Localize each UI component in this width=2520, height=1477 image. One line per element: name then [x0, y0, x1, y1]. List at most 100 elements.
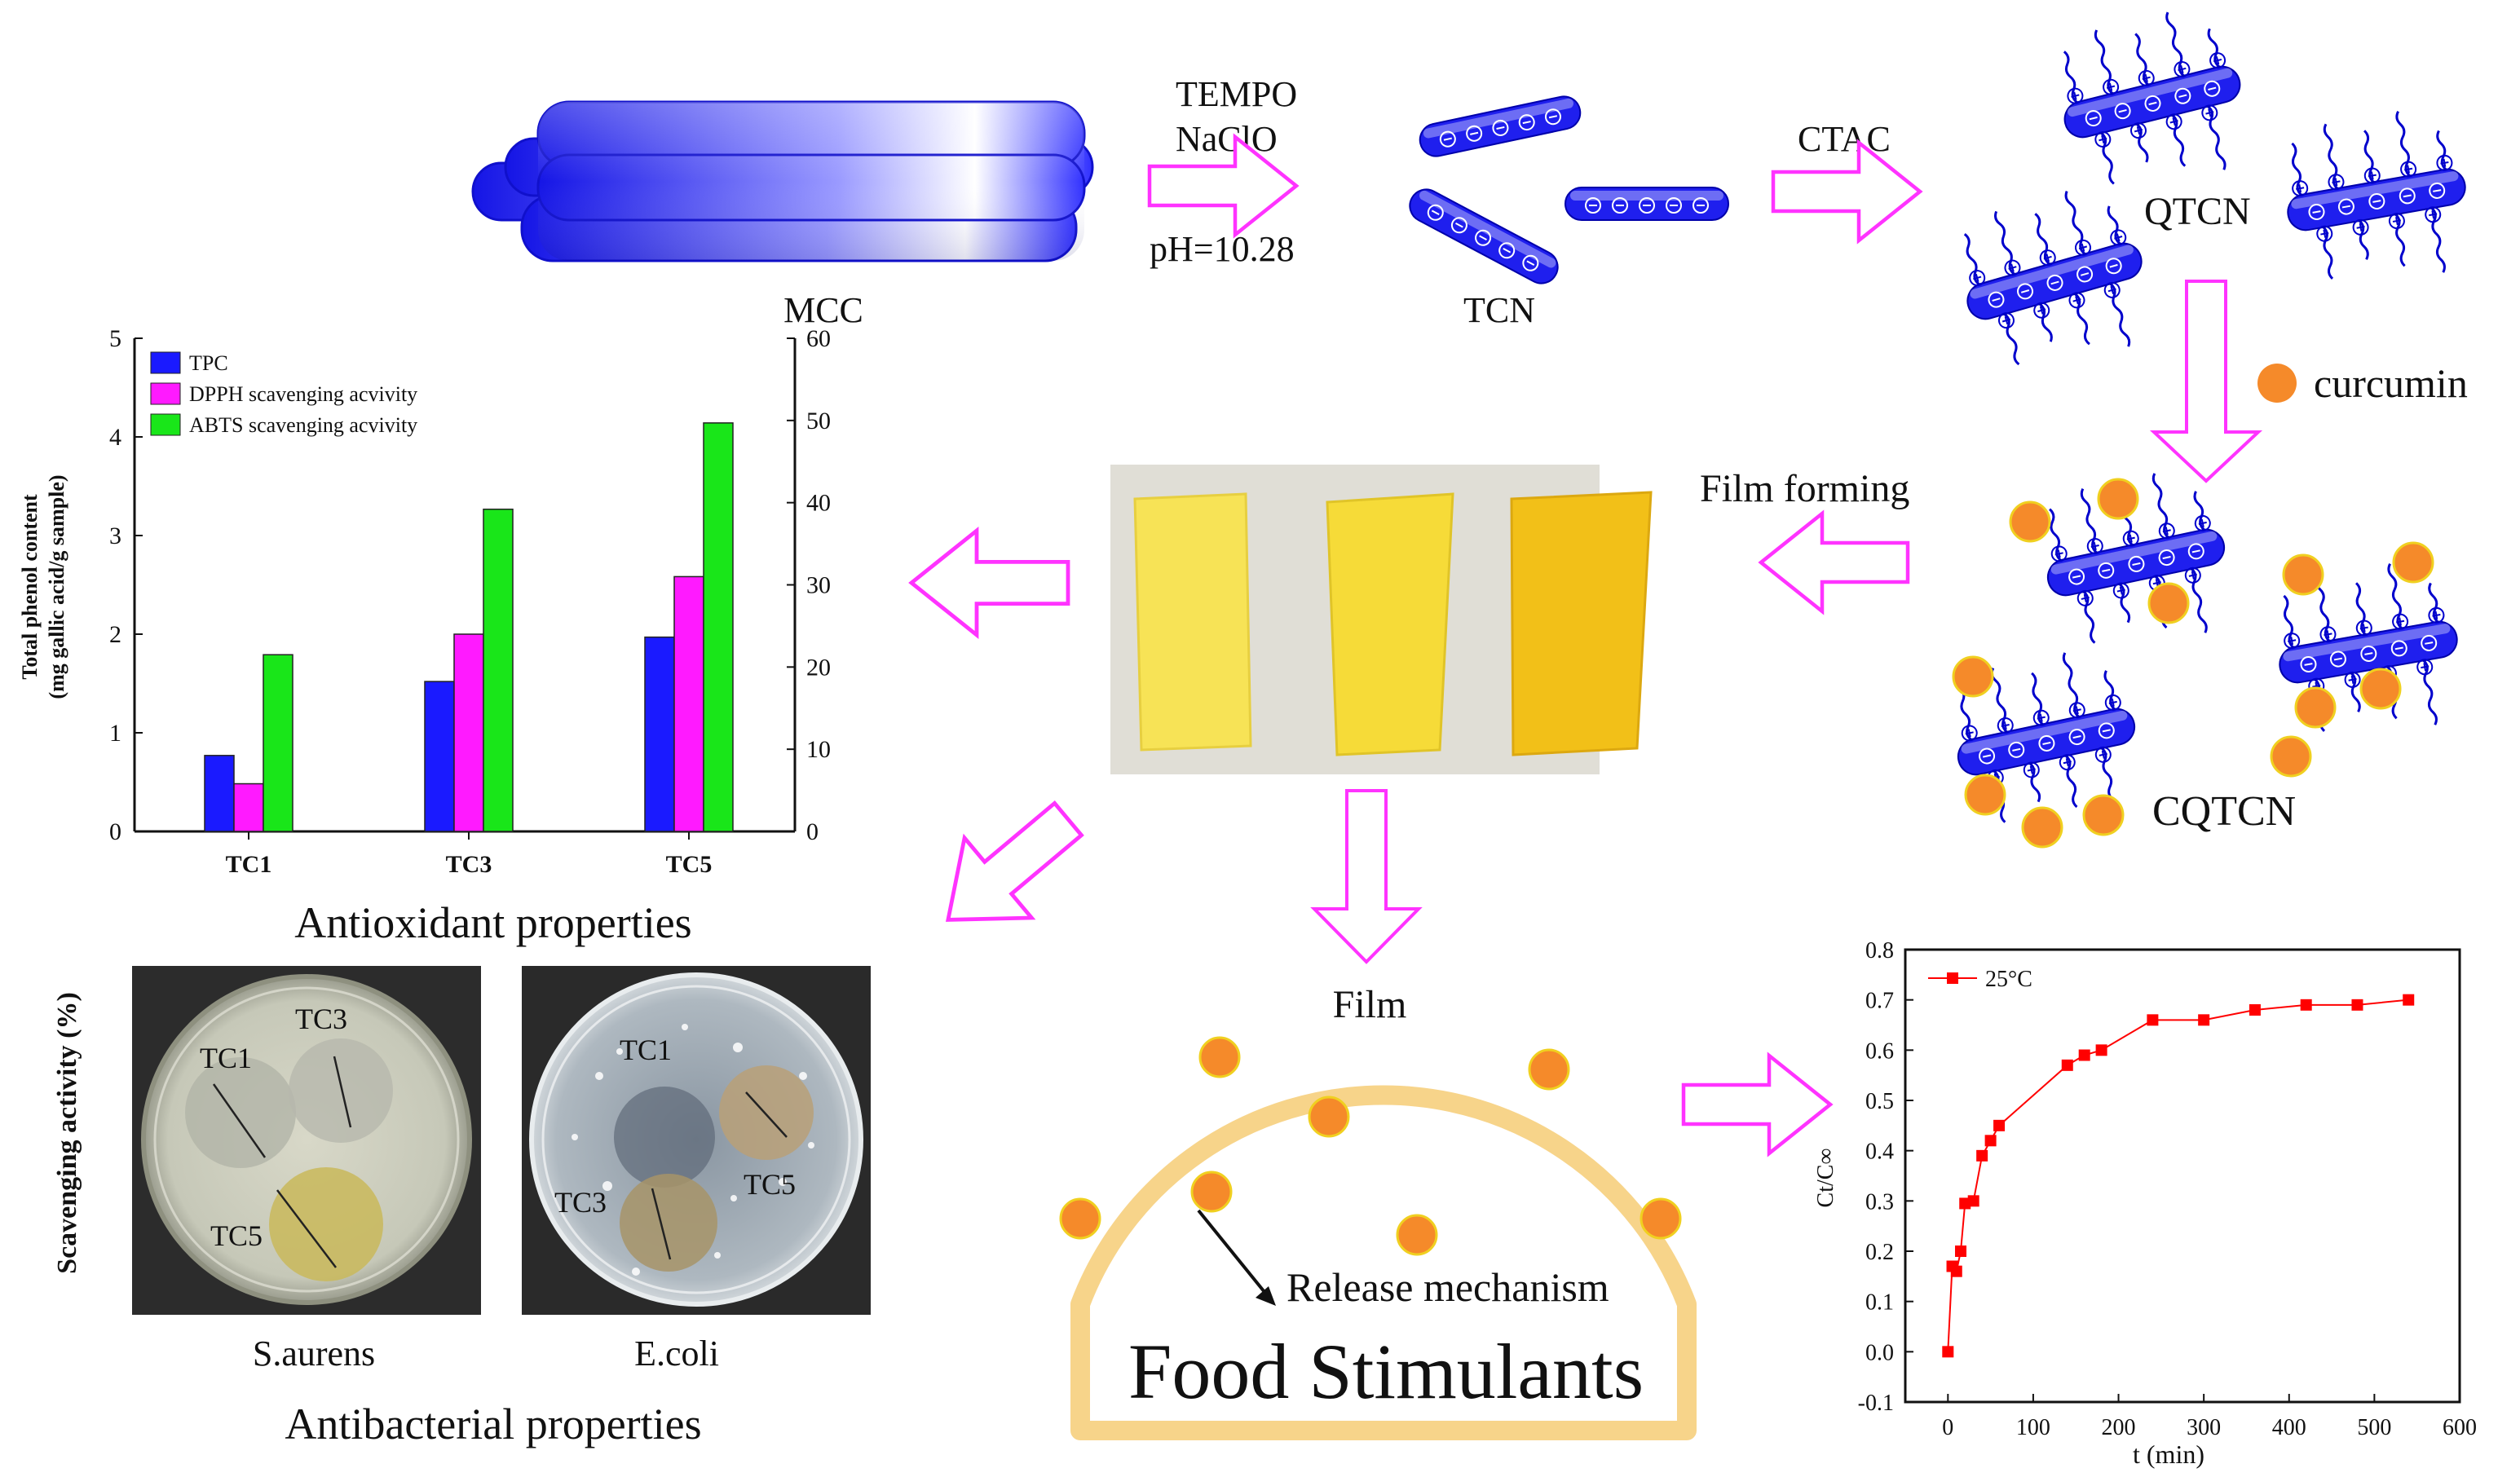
bar-abts-tc5	[703, 422, 734, 832]
right-tick-label: 50	[806, 408, 831, 434]
film-photo	[1110, 465, 1653, 774]
x-tick-label: 400	[2272, 1415, 2306, 1440]
bar-dpph-tc3	[453, 633, 484, 832]
scavenging-axis-label: Scavenging activity (%)	[52, 992, 82, 1274]
legend-swatch	[150, 382, 181, 405]
legend-swatch	[150, 351, 181, 374]
data-point	[1984, 1135, 1997, 1147]
y-tick-label: -0.1	[1858, 1391, 1894, 1416]
food-stimulants-label: Food Stimulants	[1128, 1328, 1644, 1415]
plate-e-coli: TC1 TC3 TC5	[522, 966, 871, 1315]
release-curcumin-particles	[1059, 1036, 1682, 1256]
arrow-to-antibacterial	[915, 779, 1101, 959]
left-axis-ticks: 0 1 2 3 4 5	[109, 325, 143, 845]
release-y-ticks: -0.10.00.10.20.30.40.50.60.70.8	[1858, 938, 1913, 1416]
legend-label: TPC	[189, 351, 228, 375]
legend-label: 25°C	[1985, 967, 2032, 992]
data-point	[2147, 1014, 2159, 1026]
x-tick-label: 500	[2357, 1415, 2391, 1440]
category-label: TC5	[666, 851, 713, 878]
y-tick-label: 0.1	[1865, 1290, 1894, 1316]
step1-ph: pH=10.28	[1150, 229, 1295, 269]
data-point	[1955, 1246, 1966, 1257]
release-series	[1942, 994, 2415, 1358]
bar-abts-tc3	[483, 508, 514, 832]
left-tick-label: 2	[109, 621, 121, 648]
data-point	[2351, 999, 2363, 1011]
legend-label: DPPH scavenging acvivity	[189, 382, 417, 406]
data-point	[1976, 1149, 1988, 1162]
y-tick-label: 0.8	[1865, 938, 1894, 963]
arrow-to-antioxidant	[911, 531, 1068, 635]
mcc-bundle	[471, 100, 1094, 262]
reagent-tempo: TEMPO	[1176, 74, 1297, 114]
release-x-label: t (min)	[2133, 1440, 2204, 1469]
plate1-organism: S.aurens	[253, 1334, 375, 1373]
plate1-label-tc1: TC1	[200, 1042, 252, 1074]
left-tick-label: 4	[109, 424, 121, 451]
category-label: TC3	[446, 851, 492, 878]
qtcn-label: QTCN	[2144, 190, 2251, 233]
x-tick-label: 600	[2443, 1415, 2477, 1440]
x-tick-label: 200	[2102, 1415, 2136, 1440]
plate2-label-tc3: TC3	[554, 1186, 607, 1219]
data-point	[1993, 1119, 2006, 1131]
y-tick-label: 0.5	[1865, 1089, 1894, 1114]
data-point	[2061, 1059, 2073, 1071]
curcumin-label: curcumin	[2314, 360, 2468, 406]
left-tick-label: 5	[109, 325, 121, 352]
release-dome	[1070, 1085, 1697, 1440]
antibacterial-caption: Antibacterial properties	[285, 1400, 701, 1448]
plate2-label-tc1: TC1	[620, 1034, 672, 1066]
plate2-organism: E.coli	[634, 1334, 719, 1373]
data-point	[2249, 1004, 2261, 1016]
release-chart-frame	[1904, 948, 2461, 1404]
y-tick-label: 0.3	[1865, 1189, 1894, 1215]
bar-tpc-tc1	[204, 755, 235, 832]
release-arrow	[1197, 1209, 1269, 1298]
left-axis-label-line1: Total phenol content	[18, 494, 42, 680]
left-tick-label: 1	[109, 720, 121, 747]
bar-dpph-tc5	[673, 575, 704, 832]
tcn-rods	[1403, 92, 1729, 290]
data-point	[2198, 1014, 2210, 1026]
right-tick-label: 10	[806, 736, 831, 763]
antioxidant-caption: Antioxidant properties	[294, 898, 691, 947]
plate1-label-tc3: TC3	[295, 1003, 347, 1035]
cqtcn-label: CQTCN	[2152, 788, 2296, 835]
plate-s-aureus: TC1 TC3 TC5	[132, 966, 481, 1315]
bar-dpph-tc1	[233, 783, 264, 832]
release-mechanism-label: Release mechanism	[1286, 1264, 1609, 1310]
mcc-label: MCC	[783, 290, 863, 330]
film-forming-label: Film forming	[1700, 467, 1909, 510]
x-tick-label: 100	[2016, 1415, 2050, 1440]
left-tick-label: 3	[109, 522, 121, 549]
bar-group	[204, 422, 734, 832]
data-point	[1950, 1265, 1962, 1277]
x-tick-label: 0	[1942, 1415, 1953, 1440]
bar-tpc-tc3	[424, 681, 455, 832]
data-point	[1942, 1346, 1954, 1358]
release-arrowhead	[1256, 1286, 1276, 1306]
y-tick-label: 0.6	[1865, 1038, 1894, 1064]
data-point	[2078, 1049, 2090, 1061]
tcn-label: TCN	[1463, 290, 1535, 330]
plate2-label-tc5: TC5	[744, 1168, 796, 1201]
down-arrow-to-cqtcn	[2149, 280, 2263, 483]
plate1-label-tc5: TC5	[210, 1219, 263, 1252]
right-tick-label: 60	[806, 325, 831, 352]
film-forming-arrow	[1761, 514, 1908, 611]
reagent-naclo: NaClO	[1176, 119, 1278, 159]
release-y-label: Ct/C∞	[1813, 1149, 1838, 1208]
reagent-ctac: CTAC	[1798, 119, 1891, 159]
arrow-to-release	[1310, 789, 1423, 964]
y-tick-label: 0.0	[1865, 1340, 1894, 1365]
right-tick-label: 30	[806, 572, 831, 599]
data-point	[2095, 1044, 2107, 1056]
left-tick-label: 0	[109, 818, 121, 845]
